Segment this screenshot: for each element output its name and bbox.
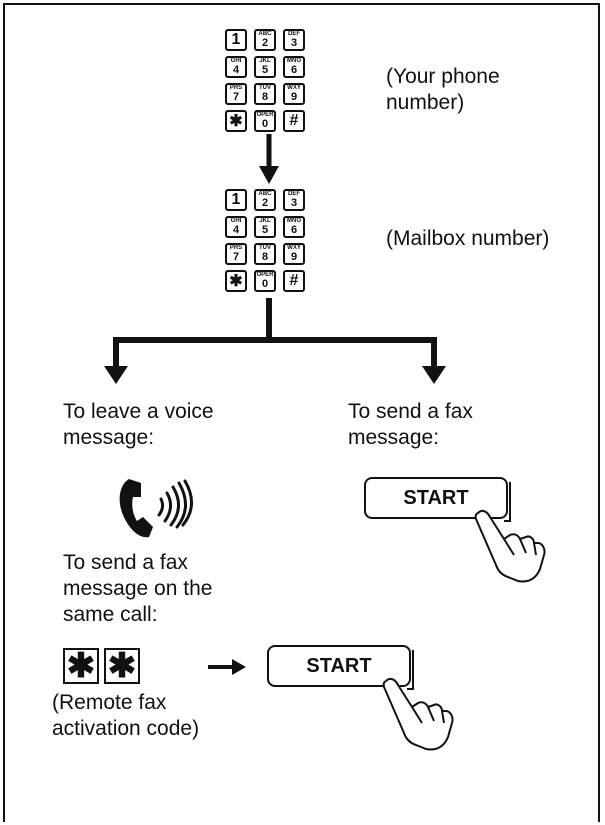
key-letters: OPER: [256, 112, 274, 118]
key-letters: WXY: [287, 245, 301, 251]
key-number: 1: [231, 31, 241, 48]
pointing-hand-icon: [382, 677, 454, 751]
star-key-2[interactable]: ✱: [104, 648, 140, 684]
key-letters: ABC: [258, 31, 272, 37]
key-letters: PRS: [229, 245, 243, 251]
key-letters: MNO: [287, 58, 301, 64]
keypad-key[interactable]: ✱: [225, 110, 247, 132]
key-number: 7: [232, 91, 240, 103]
key-letters: JKL: [259, 58, 271, 64]
key-number: 2: [261, 37, 269, 49]
send-fax-same-call-label: To send a fax message on the same call:: [63, 551, 213, 626]
sound-waves-icon: [157, 479, 193, 529]
remote-fax-activation-code-label: (Remote fax activation code): [52, 691, 200, 740]
keypad-key[interactable]: 1: [225, 189, 247, 211]
key-letters: GHI: [230, 218, 242, 224]
key-letters: PRS: [229, 85, 243, 91]
key-letters: TUV: [259, 245, 271, 251]
key-number: 5: [261, 224, 269, 236]
keypad-key[interactable]: #: [283, 110, 305, 132]
phone-handset-icon: [119, 479, 193, 538]
key-number: ✱: [229, 273, 243, 290]
pointing-hand-icon: [474, 509, 546, 583]
key-number: 9: [290, 251, 298, 263]
diagram-frame: [3, 3, 600, 822]
key-letters: MNO: [287, 218, 301, 224]
key-number: 0: [261, 118, 269, 130]
leave-voice-message-label: To leave a voice message:: [63, 400, 214, 449]
keypad-key[interactable]: #: [283, 270, 305, 292]
keypad-key[interactable]: 1: [225, 29, 247, 51]
key-number: 9: [290, 91, 298, 103]
key-letters: OPER: [256, 272, 274, 278]
mailbox-number-label: (Mailbox number): [386, 227, 550, 250]
key-number: 4: [232, 64, 240, 76]
key-letters: GHI: [230, 58, 242, 64]
key-letters: DEF: [288, 191, 300, 197]
key-number: 6: [290, 64, 298, 76]
key-letters: TUV: [259, 85, 271, 91]
key-letters: JKL: [259, 218, 271, 224]
key-number: 8: [261, 251, 269, 263]
keypad-key[interactable]: ✱: [225, 270, 247, 292]
send-fax-message-label: To send a fax message:: [348, 400, 473, 449]
key-number: 6: [290, 224, 298, 236]
key-number: 2: [261, 197, 269, 209]
key-letters: ABC: [258, 191, 272, 197]
start-button-same-call[interactable]: START: [267, 645, 414, 690]
key-letters: WXY: [287, 85, 301, 91]
key-number: 8: [261, 91, 269, 103]
key-number: 0: [261, 278, 269, 290]
arrow-right-icon: [208, 659, 246, 675]
key-number: 4: [232, 224, 240, 236]
key-letters: DEF: [288, 31, 300, 37]
your-phone-number-label: (Your phone number): [386, 65, 500, 114]
key-number: 1: [231, 191, 241, 208]
key-number: 7: [232, 251, 240, 263]
star-key-1[interactable]: ✱: [63, 648, 99, 684]
key-number: ✱: [229, 113, 243, 130]
key-number: 3: [290, 37, 298, 49]
key-number: #: [289, 112, 299, 129]
key-number: 3: [290, 197, 298, 209]
key-number: #: [289, 272, 299, 289]
key-number: 5: [261, 64, 269, 76]
